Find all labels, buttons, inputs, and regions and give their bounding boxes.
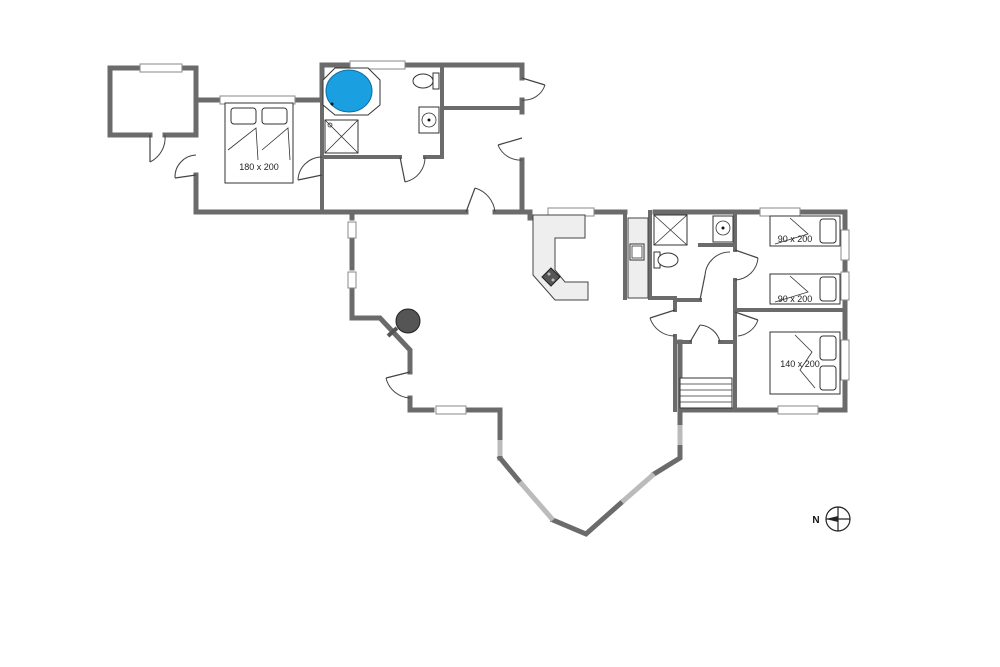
bed-single-a-label: 90 x 200 (778, 234, 813, 244)
toilet-icon (653, 251, 679, 269)
bathtub-basin (325, 69, 373, 113)
bathroom-main (322, 67, 440, 154)
bed-single-a: 90 x 200 (769, 215, 841, 247)
bed-double: 140 x 200 (769, 331, 841, 395)
bed-single-b-label: 90 x 200 (778, 294, 813, 304)
bed-double-label: 140 x 200 (780, 359, 820, 369)
kitchen (532, 214, 649, 301)
compass-north-label: N (812, 515, 819, 526)
kitchen-counter (532, 214, 589, 301)
doors (149, 77, 759, 399)
fireplace-icon (386, 308, 421, 338)
bed-master-label: 180 x 200 (239, 162, 279, 172)
bed-master: 180 x 200 (224, 102, 294, 184)
sink-icon (712, 215, 734, 243)
sink-icon (629, 243, 645, 261)
windows (139, 60, 850, 522)
shower-icon (653, 214, 688, 246)
toilet-icon (412, 72, 440, 90)
compass-icon: N (812, 506, 851, 532)
bed-single-b: 90 x 200 (769, 273, 841, 305)
bathroom-second (653, 214, 734, 269)
sink-icon (418, 106, 440, 134)
shower-icon (324, 119, 359, 154)
stove-icon (541, 267, 561, 287)
interior-walls (320, 63, 847, 412)
stairs-icon (679, 377, 733, 409)
